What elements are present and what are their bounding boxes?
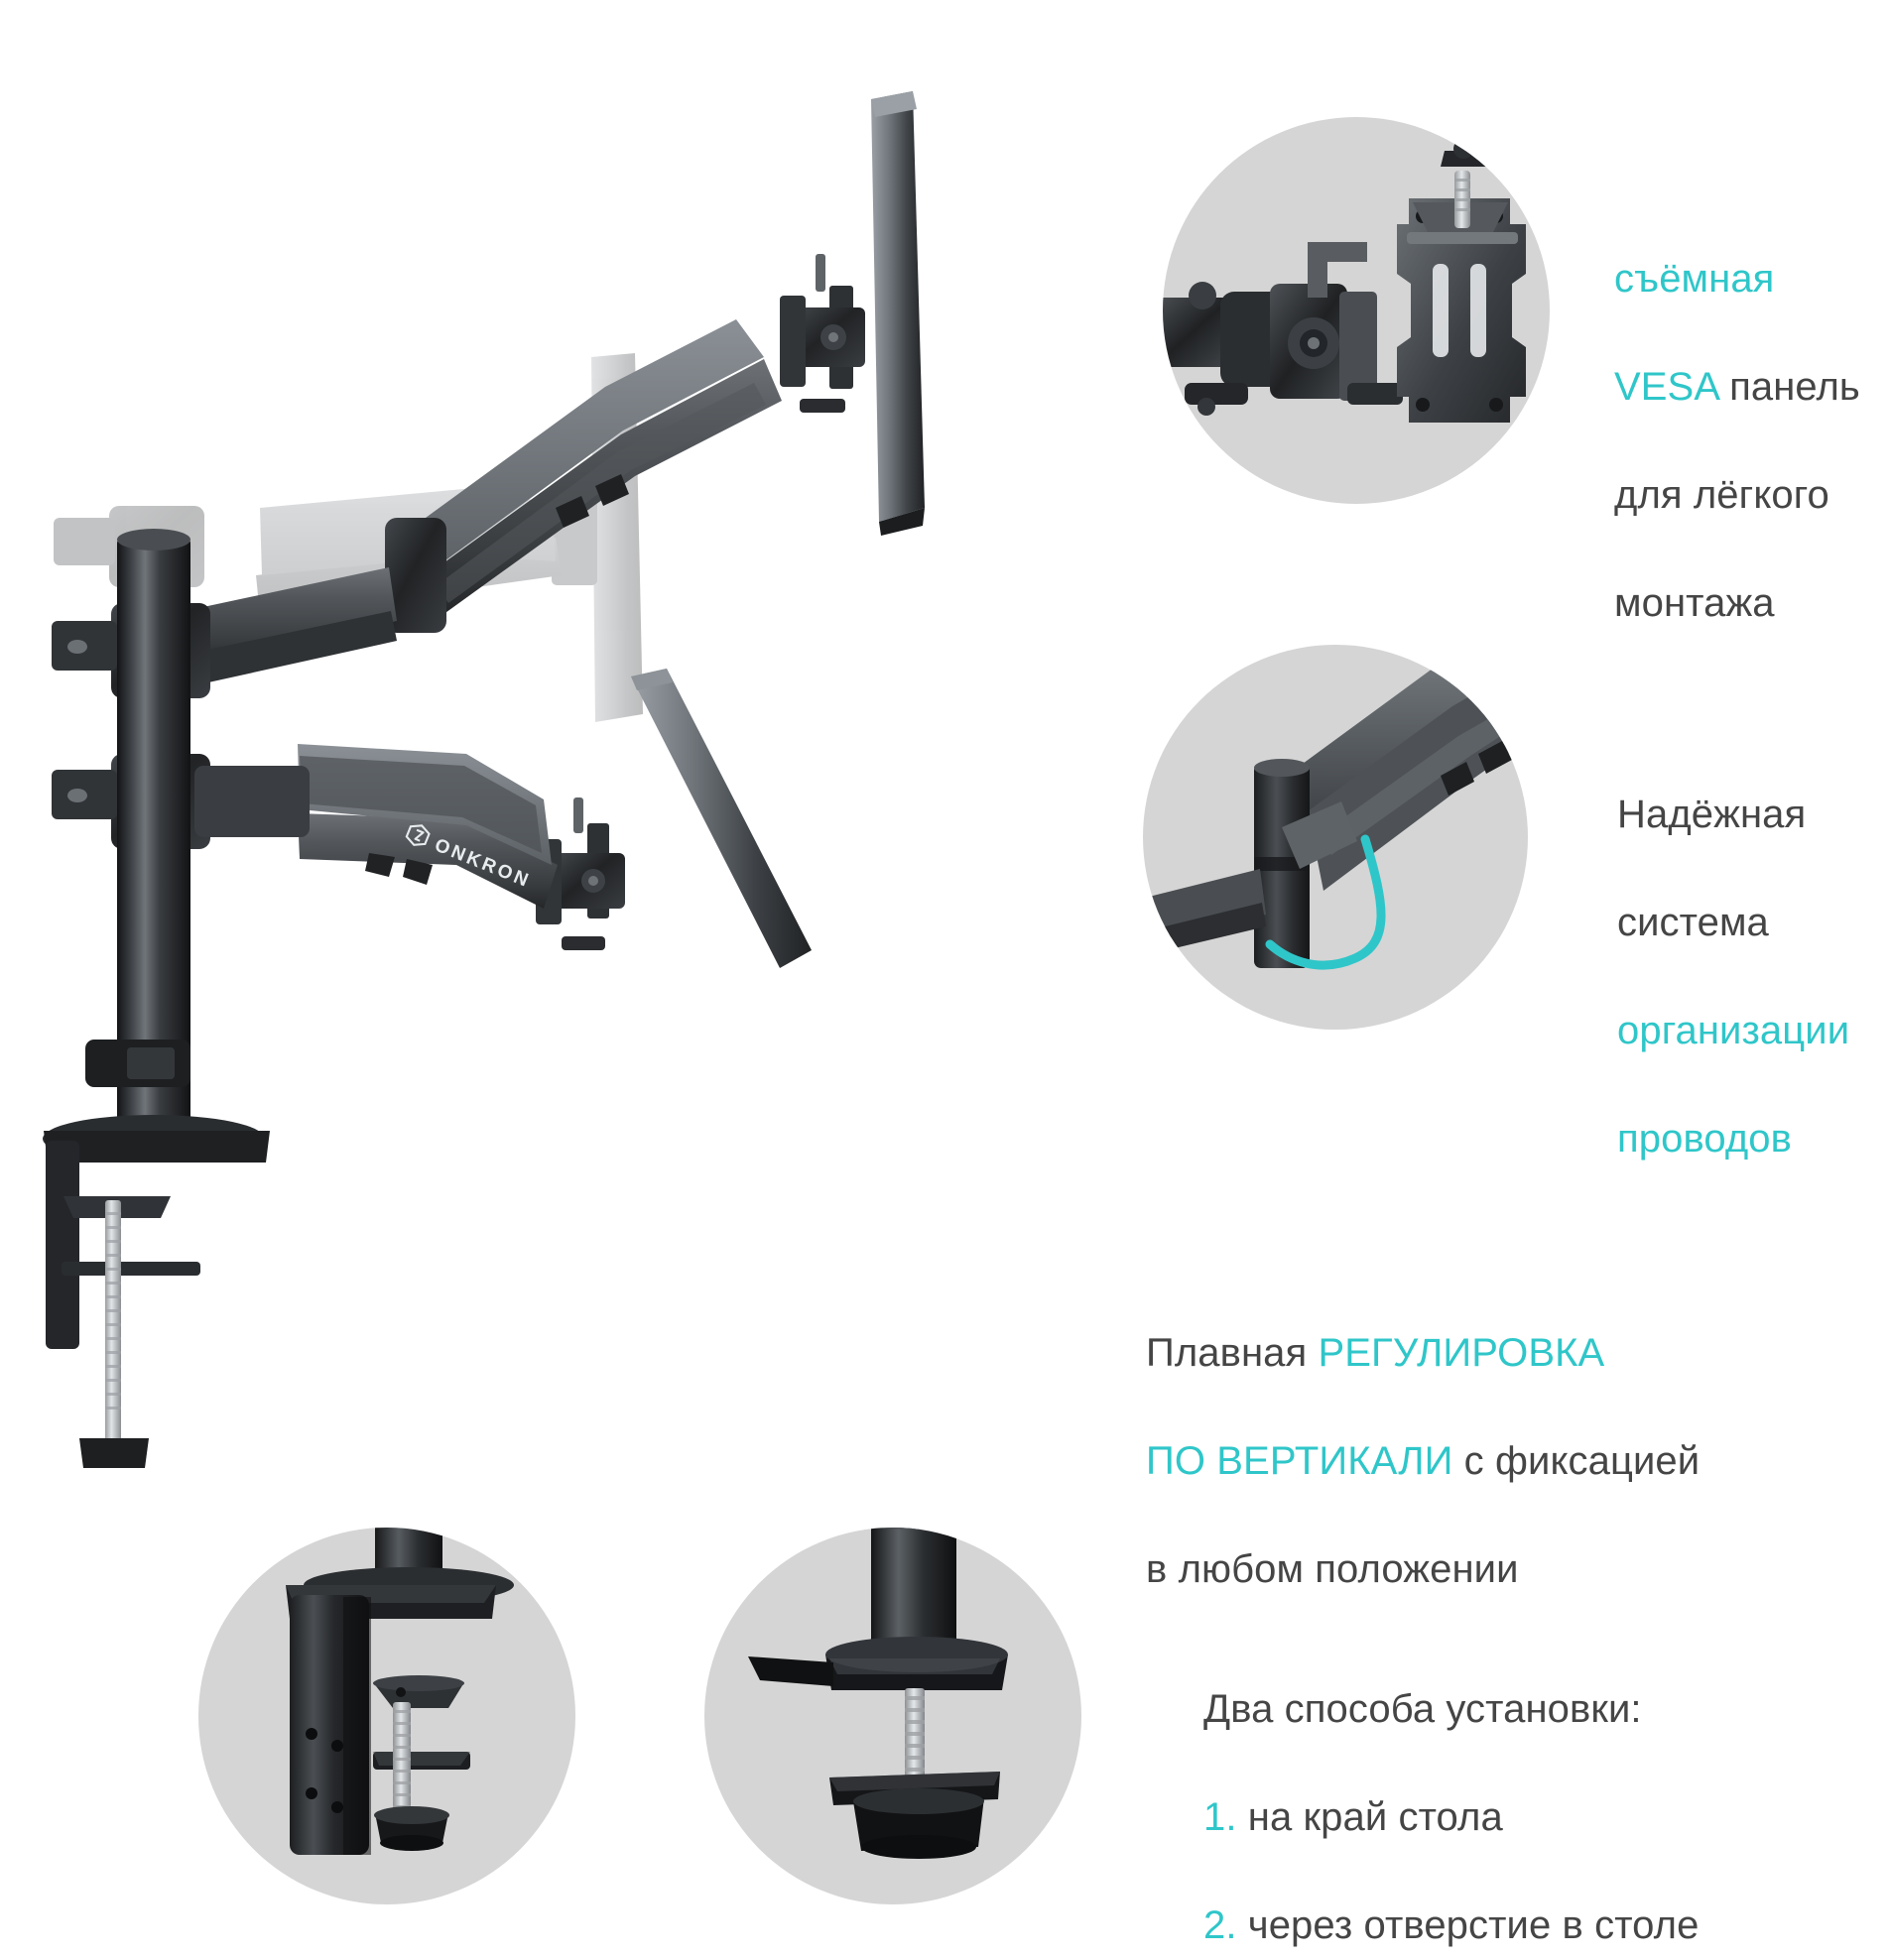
mounting-item-1-number: 1. xyxy=(1203,1795,1237,1840)
callout-text-vertical-adjust: Плавная РЕГУЛИРОВКА ПО ВЕРТИКАЛИ с фикса… xyxy=(1146,1273,1880,1651)
cable-path xyxy=(1265,834,1386,970)
product-render: ONKRON xyxy=(0,60,1111,1468)
callout-text-vesa: съёмная VESA панель для лёгкого монтажа xyxy=(1614,198,1890,684)
cable-line-2: система xyxy=(1617,901,1769,945)
vert-line-2-accent: ПО ВЕРТИКАЛИ xyxy=(1146,1439,1453,1484)
vesa-line-2-accent: VESA xyxy=(1614,365,1718,410)
mounting-item-2-number: 2. xyxy=(1203,1902,1237,1947)
mounting-heading: Два способа установки: xyxy=(1203,1687,1642,1732)
arm-raised-position xyxy=(52,91,925,698)
mounting-item-1: 1. на край стола xyxy=(1203,1790,1890,1844)
mount-pole xyxy=(117,536,190,1141)
vesa-plate xyxy=(1397,198,1526,423)
callout-circle-grommet-mount xyxy=(704,1528,1081,1904)
callout-circle-desk-clamp xyxy=(198,1528,575,1904)
cable-line-3: организации xyxy=(1617,1008,1850,1052)
vert-line-2-rest: с фиксацией xyxy=(1452,1439,1701,1484)
callout-text-mounting-methods: Два способа установки: 1. на край стола … xyxy=(1203,1629,1890,1960)
mounting-item-1-label: на край стола xyxy=(1236,1795,1503,1840)
vert-line-1-accent: РЕГУЛИРОВКА xyxy=(1318,1331,1605,1376)
vesa-line-2-rest: панель xyxy=(1717,365,1860,410)
onkron-hexagon-icon xyxy=(405,824,431,846)
mounting-item-2: 2. через отверстие в столе xyxy=(1203,1899,1890,1952)
vert-line-1-plain: Плавная xyxy=(1146,1331,1319,1376)
vesa-line-1: съёмная xyxy=(1614,257,1775,302)
vert-line-3: в любом положении xyxy=(1146,1546,1519,1591)
mounting-item-2-label: через отверстие в столе xyxy=(1236,1902,1700,1947)
callout-text-cable: Надёжная система организации проводов xyxy=(1617,734,1890,1220)
vesa-line-4: монтажа xyxy=(1614,580,1775,625)
vesa-line-3: для лёгкого xyxy=(1614,472,1829,517)
cable-line-1: Надёжная xyxy=(1617,793,1807,837)
callout-circle-cable xyxy=(1143,645,1528,1030)
onkron-logo-on-arm: ONKRON xyxy=(401,819,535,894)
cable-line-4: проводов xyxy=(1617,1116,1792,1161)
callout-circle-vesa xyxy=(1163,117,1550,504)
